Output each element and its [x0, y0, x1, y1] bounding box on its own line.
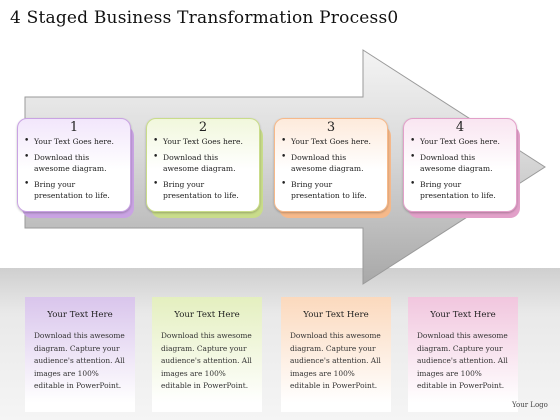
text-box-1: Your Text Here Download this awesome dia…: [25, 297, 135, 412]
stage-3-bullet: Your Text Goes here.: [281, 136, 383, 148]
stage-2-bullet: Your Text Goes here.: [153, 136, 255, 148]
stage-3-bullets: Your Text Goes here. Download this aweso…: [281, 136, 383, 206]
stage-1-number: 1: [69, 120, 79, 135]
text-box-2-title: Your Text Here: [174, 310, 240, 320]
stage-1-bullet: Download this awesome diagram.: [24, 152, 126, 175]
stage-2-card: 2 Your Text Goes here. Download this awe…: [146, 118, 260, 212]
logo-placeholder: Your Logo: [512, 401, 548, 409]
stage-3-card: 3 Your Text Goes here. Download this awe…: [274, 118, 388, 212]
text-box-3-title: Your Text Here: [303, 310, 369, 320]
stage-1-bullet: Bring your presentation to life.: [24, 179, 126, 202]
stage-4-bullet: Download this awesome diagram.: [410, 152, 512, 175]
stage-3-number: 3: [326, 120, 336, 135]
text-box-2: Your Text Here Download this awesome dia…: [152, 297, 262, 412]
stage-1-card: 1 Your Text Goes here. Download this awe…: [17, 118, 131, 212]
stage-4-number: 4: [455, 120, 465, 135]
text-box-4-title: Your Text Here: [430, 310, 496, 320]
stage-2-bullet: Bring your presentation to life.: [153, 179, 255, 202]
stage-2-bullet: Download this awesome diagram.: [153, 152, 255, 175]
text-box-3: Your Text Here Download this awesome dia…: [281, 297, 391, 412]
stage-4-bullet: Your Text Goes here.: [410, 136, 512, 148]
stage-2-number: 2: [198, 120, 208, 135]
text-box-4: Your Text Here Download this awesome dia…: [408, 297, 518, 412]
text-box-3-body: Download this awesome diagram. Capture y…: [290, 331, 381, 390]
stage-1-bullets: Your Text Goes here. Download this aweso…: [24, 136, 126, 206]
slide-title: 4 Staged Business Transformation Process…: [10, 8, 399, 28]
text-box-4-body: Download this awesome diagram. Capture y…: [417, 331, 508, 390]
stage-4-bullet: Bring your presentation to life.: [410, 179, 512, 202]
text-box-1-body: Download this awesome diagram. Capture y…: [34, 331, 125, 390]
stage-2-bullets: Your Text Goes here. Download this aweso…: [153, 136, 255, 206]
stage-4-card: 4 Your Text Goes here. Download this awe…: [403, 118, 517, 212]
text-box-2-body: Download this awesome diagram. Capture y…: [161, 331, 252, 390]
stage-4-bullets: Your Text Goes here. Download this aweso…: [410, 136, 512, 206]
stage-3-bullet: Download this awesome diagram.: [281, 152, 383, 175]
stage-1-bullet: Your Text Goes here.: [24, 136, 126, 148]
stage-3-bullet: Bring your presentation to life.: [281, 179, 383, 202]
text-box-1-title: Your Text Here: [47, 310, 113, 320]
